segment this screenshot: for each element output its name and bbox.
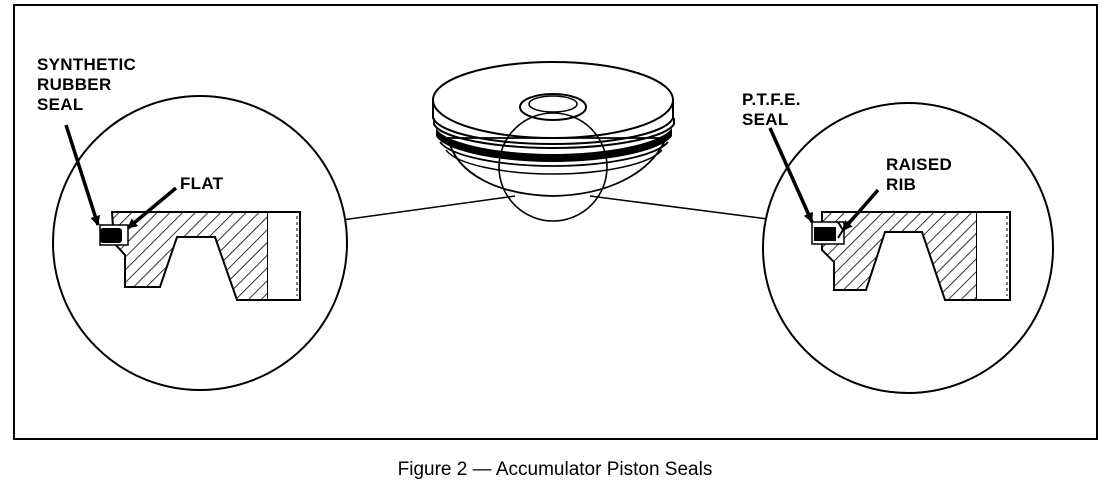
figure-frame <box>13 4 1098 440</box>
piston-bore-inner <box>528 95 578 113</box>
label-ptfe: P.T.F.E. <box>742 90 801 109</box>
piston-rim <box>432 100 674 146</box>
label-flat: FLAT <box>180 174 224 193</box>
right-detail-circle <box>762 102 1054 394</box>
piston <box>432 61 675 222</box>
magnifier-circle <box>498 112 608 222</box>
synthetic-rubber-seal <box>100 228 122 243</box>
piston-seal-band <box>436 128 672 162</box>
figure-caption: Figure 2 — Accumulator Piston Seals <box>398 459 713 480</box>
left-bore-wall <box>268 211 301 301</box>
left-detail-circle <box>52 95 348 391</box>
right-bore-wall <box>977 211 1011 301</box>
flat-arrow <box>126 186 178 230</box>
label-rubber: RUBBER <box>37 75 112 94</box>
raised-rib-arrow <box>841 188 880 232</box>
label-synthetic: SYNTHETIC <box>37 55 136 74</box>
label-seal-left: SEAL <box>37 95 84 114</box>
right-detail-view <box>762 102 1054 394</box>
piston-groove-2 <box>439 141 669 167</box>
piston-groove-3 <box>445 149 663 175</box>
right-seal-arrow <box>768 127 814 223</box>
ptfe-seal <box>814 227 836 241</box>
left-seal-arrow <box>64 124 101 226</box>
piston-groove-1 <box>433 118 675 150</box>
left-detail-view <box>52 95 348 391</box>
label-raised: RAISED <box>886 155 952 174</box>
right-connector-line <box>589 195 769 220</box>
left-connector-line <box>341 195 516 221</box>
label-seal-right: SEAL <box>742 110 789 129</box>
label-rib: RIB <box>886 175 916 194</box>
